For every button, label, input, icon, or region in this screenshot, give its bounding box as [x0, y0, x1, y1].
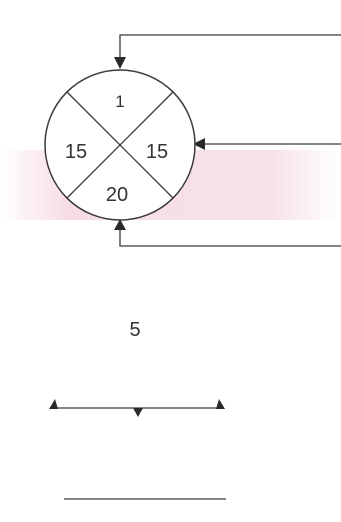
bottom-arrowhead: [114, 219, 126, 230]
right-tick: [216, 399, 225, 409]
label-5: 5: [129, 319, 140, 341]
top-arrowhead: [114, 57, 126, 69]
center-tick: [133, 408, 143, 417]
node-right-value: 15: [146, 141, 168, 163]
node-top-value: 1: [115, 92, 124, 111]
left-tick: [49, 399, 58, 409]
marked-line: [49, 399, 225, 417]
node-circle: [44, 69, 196, 221]
node-bottom-value: 20: [106, 184, 128, 206]
top-connector: [114, 34, 341, 69]
right-connector: [193, 138, 341, 150]
bottom-connector: [114, 219, 341, 247]
node-left-value: 15: [65, 141, 87, 163]
right-arrowhead: [193, 138, 205, 150]
